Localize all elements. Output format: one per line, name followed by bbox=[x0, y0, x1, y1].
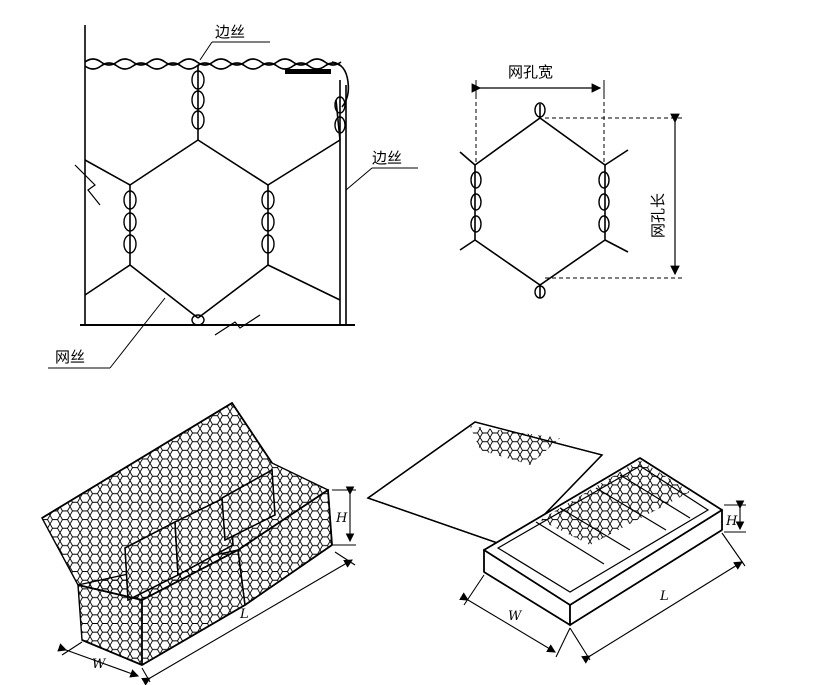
box1-height-label: H bbox=[335, 511, 348, 526]
gabion-open-dimensions bbox=[459, 500, 746, 664]
box2-length-label: L bbox=[659, 589, 669, 604]
edge-wire-side-label: 边丝 bbox=[372, 149, 402, 167]
edge-wire-detail bbox=[48, 25, 418, 369]
mesh-wire-label: 网丝 bbox=[55, 348, 85, 366]
mesh-width-label: 网孔宽 bbox=[508, 63, 553, 81]
box1-length-label: L bbox=[239, 607, 249, 622]
gabion-box-dimensions bbox=[57, 486, 356, 685]
mesh-length-label: 网孔长 bbox=[649, 193, 667, 238]
box2-width-label: W bbox=[508, 609, 523, 624]
gabion-open-with-lid bbox=[366, 421, 724, 627]
box1-width-label: W bbox=[92, 657, 107, 672]
edge-wire-top-label: 边丝 bbox=[215, 23, 245, 41]
gabion-box-assembled bbox=[41, 401, 333, 667]
box2-height-label: H bbox=[725, 514, 738, 529]
mesh-opening-detail bbox=[459, 80, 682, 299]
